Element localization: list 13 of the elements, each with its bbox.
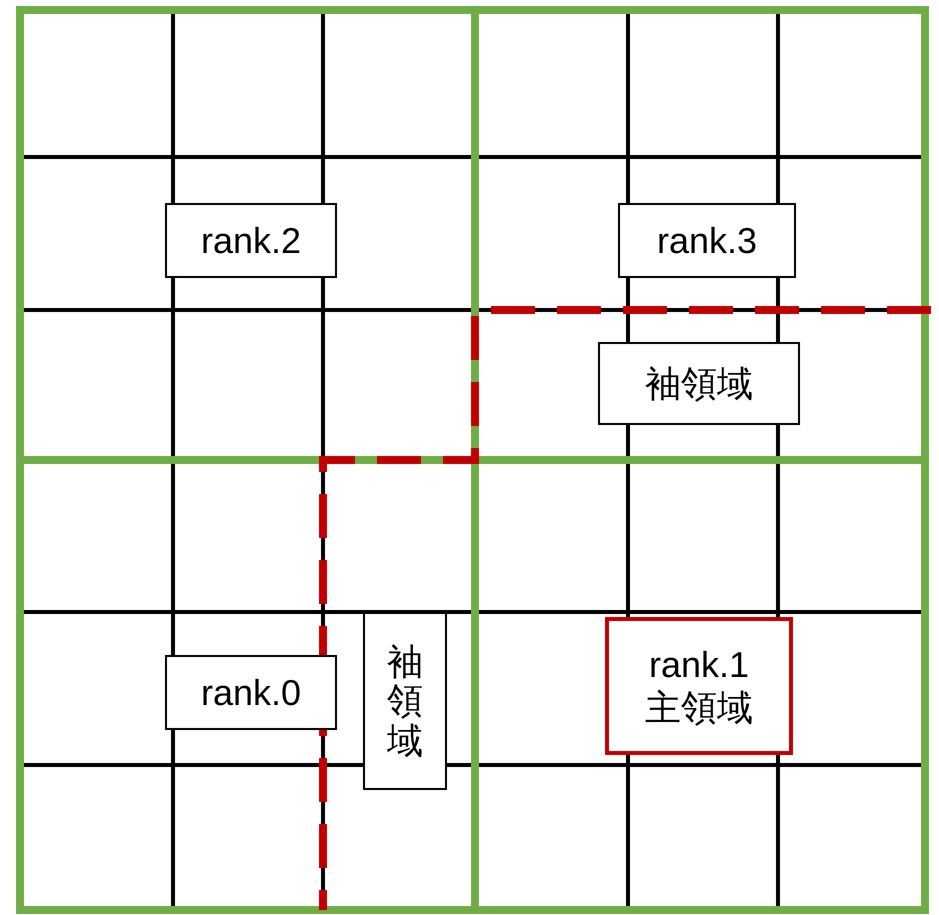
label-text: rank.2 — [200, 218, 302, 262]
label-box — [605, 617, 793, 755]
label-text: 袖領域 — [387, 642, 423, 760]
label-text: rank.3 — [656, 218, 758, 262]
label-box — [363, 612, 447, 790]
label-box — [165, 655, 337, 730]
label-text: 主領域 — [645, 686, 753, 730]
label-box — [165, 203, 337, 278]
label-box — [598, 342, 800, 425]
label-box — [618, 203, 796, 278]
label-text: rank.0 — [200, 670, 302, 714]
label-text: rank.1 — [648, 642, 750, 686]
label-text: 袖領域 — [645, 362, 753, 406]
